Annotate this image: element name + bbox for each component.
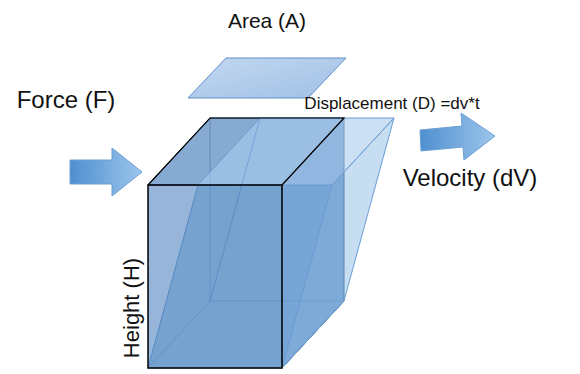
sheared-block xyxy=(148,118,394,368)
force-arrow xyxy=(70,148,142,196)
force-label: Force (F) xyxy=(17,88,116,112)
top-edge xyxy=(148,118,344,185)
front-face xyxy=(148,185,282,368)
area-plate xyxy=(188,58,346,98)
displacement-label: Displacement (D) =dv*t xyxy=(304,95,479,112)
velocity-arrow xyxy=(420,113,495,160)
height-label: Height (H) xyxy=(121,258,143,358)
area-label: Area (A) xyxy=(228,10,306,31)
velocity-label: Velocity (dV) xyxy=(403,166,538,190)
